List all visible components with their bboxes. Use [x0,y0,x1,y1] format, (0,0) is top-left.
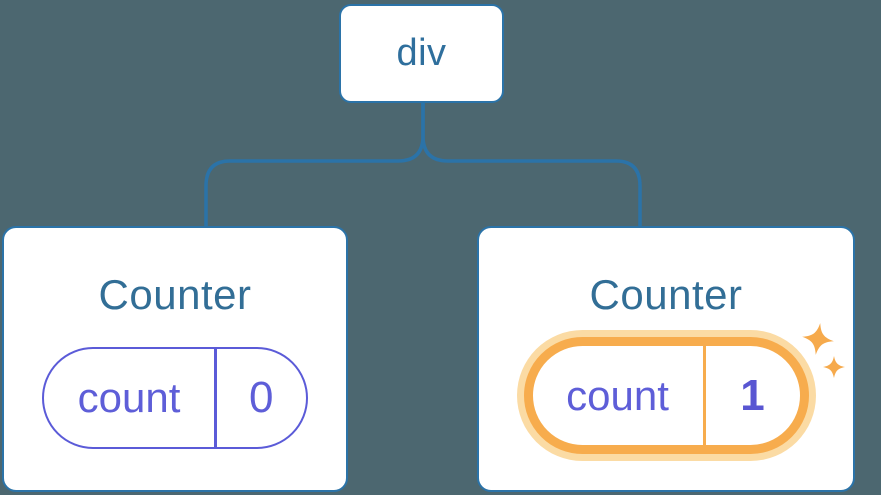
state-key-label: count [566,371,669,419]
counter-card-left: Counter count 0 [2,226,348,492]
counter-title-right: Counter [589,271,743,318]
state-value-updated: 1 [740,370,765,420]
state-value: 0 [249,373,274,422]
pill-divider [702,346,706,445]
connector-left-branch [204,102,425,227]
state-pill-right-highlighted: count 1 [523,337,809,454]
connector-right-branch [421,102,642,227]
root-node-div: div [339,4,504,103]
state-pill-left: count 0 [42,347,308,449]
state-key-label: count [77,374,181,421]
pill-divider [214,349,217,447]
root-node-label: div [396,32,447,74]
counter-card-right: Counter count 1 [477,226,855,492]
counter-title-left: Counter [98,271,252,318]
